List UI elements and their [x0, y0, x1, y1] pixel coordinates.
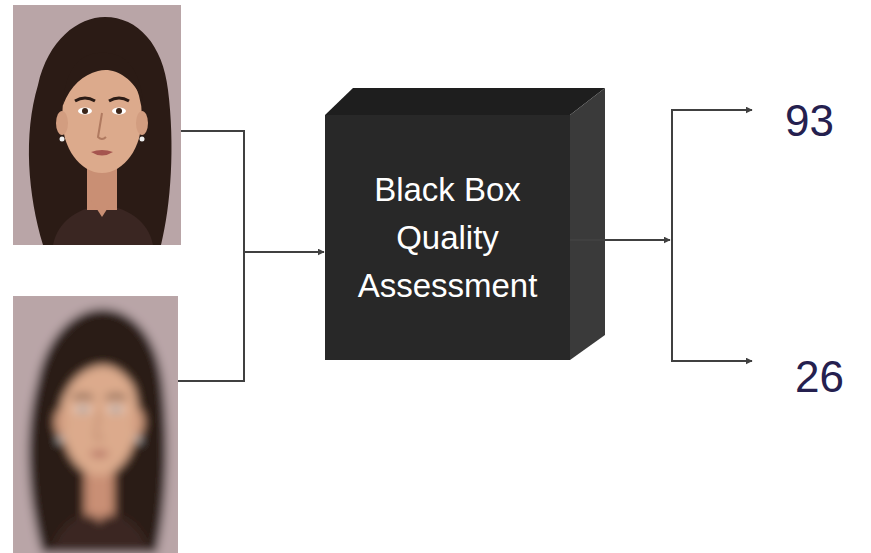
box-side [570, 88, 605, 360]
blurred-face-photo [13, 296, 178, 553]
wires [178, 110, 752, 381]
black-box: Black Box Quality Assessment [325, 115, 570, 360]
box-top [325, 88, 605, 115]
box-front [325, 115, 570, 360]
face-photo [13, 5, 181, 245]
quality-score: 26 [795, 352, 844, 402]
quality-score: 93 [785, 96, 834, 146]
box-title: Black Box Quality Assessment [335, 166, 560, 310]
